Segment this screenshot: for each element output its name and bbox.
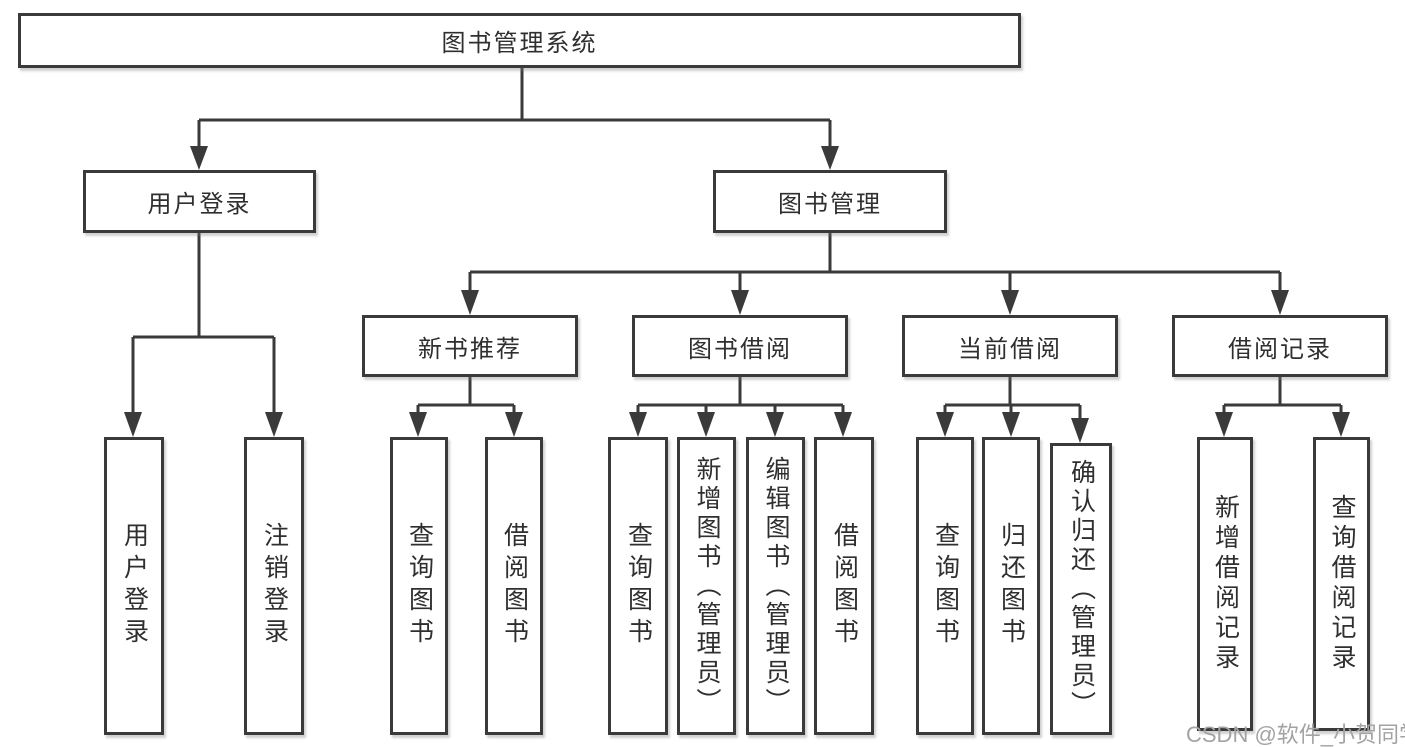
connector-current-borrow-to-leaves xyxy=(936,377,1089,443)
leaf-cb-confirm-return-admin: 确认归还（管理员） xyxy=(1050,443,1112,735)
leaf-cb-return-books: 归还图书 xyxy=(982,437,1040,735)
connector-user-login-to-leaves xyxy=(124,233,283,437)
leaf-br-add-borrow-record: 新增借阅记录 xyxy=(1197,437,1253,731)
leaf-logout: 注销登录 xyxy=(244,437,304,735)
leaf-bb-edit-books-admin: 编辑图书（管理员） xyxy=(746,437,805,735)
leaf-bb-query-books: 查询图书 xyxy=(608,437,668,735)
node-book-management: 图书管理 xyxy=(713,170,947,233)
leaf-bb-add-books-admin: 新增图书（管理员） xyxy=(677,437,736,735)
leaf-nb-borrow-books: 借阅图书 xyxy=(485,437,543,735)
leaf-br-query-borrow-record: 查询借阅记录 xyxy=(1313,437,1370,731)
node-root: 图书管理系统 xyxy=(18,13,1021,68)
connector-new-book-to-leaves xyxy=(409,377,523,437)
node-user-login: 用户登录 xyxy=(83,170,316,233)
connector-book-mgmt-to-level3 xyxy=(461,233,1289,315)
connector-root-to-level2 xyxy=(190,68,839,170)
leaf-bb-borrow-books: 借阅图书 xyxy=(814,437,874,735)
leaf-cb-query-books: 查询图书 xyxy=(916,437,974,735)
connector-book-borrow-to-leaves xyxy=(629,377,852,437)
node-new-book-recommend: 新书推荐 xyxy=(362,315,578,377)
node-borrow-records: 借阅记录 xyxy=(1172,315,1388,377)
node-current-borrow: 当前借阅 xyxy=(902,315,1118,377)
node-book-borrow: 图书借阅 xyxy=(632,315,848,377)
leaf-nb-query-books: 查询图书 xyxy=(390,437,448,735)
watermark: CSDN @软件_小贺同学 xyxy=(1186,722,1405,747)
leaf-user-login: 用户登录 xyxy=(104,437,164,735)
connector-borrow-records-to-leaves xyxy=(1215,377,1350,437)
